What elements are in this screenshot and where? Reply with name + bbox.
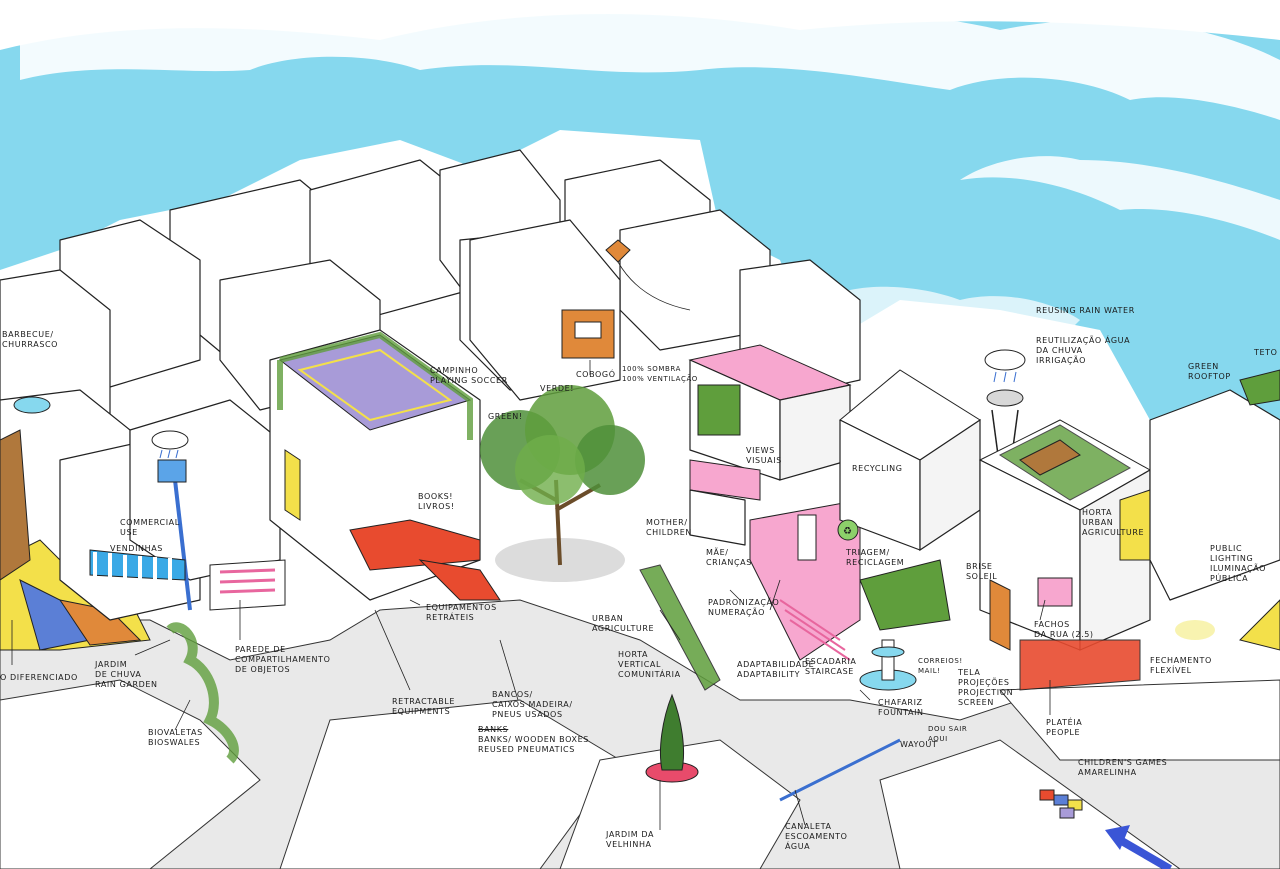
soccer-building	[269, 329, 501, 601]
cypress-tree	[645, 693, 699, 783]
recycling-building: ♻	[837, 369, 981, 631]
svg-text:♻: ♻	[843, 526, 852, 537]
label-diferenciado: O DIFERENCIADO	[0, 673, 78, 682]
rain-cloud-icon	[151, 430, 189, 459]
recycle-icon: ♻	[837, 519, 859, 541]
label-reusing: REUSING RAIN WATER	[1036, 306, 1135, 315]
label-recycling: RECYCLING	[852, 464, 903, 473]
tree	[480, 385, 645, 582]
label-bancos: BANCOS/CAIXOS MADEIRA/PNEUS USADOS	[492, 690, 573, 719]
label-cobogo: COBOGÓ	[576, 370, 616, 379]
label-mother: MOTHER/CHILDREN	[646, 518, 692, 537]
label-green: GREEN!	[488, 412, 523, 421]
label-verde: VERDE!	[540, 384, 575, 393]
label-books: BOOKS!LIVROS!	[418, 492, 455, 511]
label-teto: TETO V	[1254, 348, 1280, 357]
kite-icon	[605, 239, 691, 311]
fountain	[859, 639, 917, 691]
label-triagem: TRIAGEM/RECICLAGEM	[846, 548, 905, 567]
label-barbecue: BARBECUE/CHURRASCO	[2, 330, 59, 349]
pink-tower	[688, 344, 861, 661]
cloud	[20, 0, 1280, 120]
label-correios: CORREIOS!MAIL!	[918, 657, 963, 675]
arrow-icon	[1105, 825, 1173, 869]
horta-building	[978, 419, 1152, 691]
sky	[0, 13, 1280, 421]
rain-cloud-icon-right	[984, 349, 1026, 383]
label-mae: MÃE/CRIANÇAS	[706, 548, 752, 567]
label-wayout: WAYOUT	[900, 740, 938, 749]
hopscotch	[1039, 789, 1083, 819]
label-vendinhas: VENDINHAS	[110, 544, 163, 553]
